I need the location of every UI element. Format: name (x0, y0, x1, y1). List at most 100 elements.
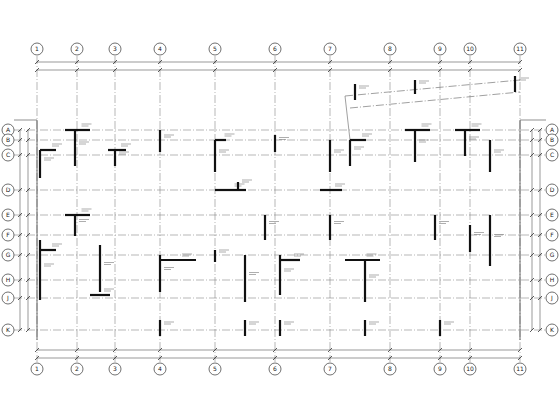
dimension-tick (26, 296, 30, 300)
shear-wall (74, 215, 76, 236)
shear-wall (414, 80, 416, 94)
annotation-stroke (225, 134, 235, 135)
axis-line (14, 190, 546, 191)
dimension-tick (438, 356, 442, 360)
dimension-tick (18, 278, 22, 282)
shear-wall (405, 129, 430, 131)
dimension-tick (530, 128, 534, 132)
axis-label: 11 (516, 366, 524, 372)
shear-wall (329, 140, 331, 172)
axis-line (470, 56, 471, 362)
annotation-stroke (422, 126, 429, 127)
dimension-tick (26, 328, 30, 332)
axis-label: 2 (75, 46, 79, 52)
axis-bubble (2, 249, 14, 261)
dimension-tick (26, 128, 30, 132)
shear-wall (434, 215, 436, 240)
dimension-tick (538, 153, 542, 157)
axis-label: 6 (273, 366, 277, 372)
axis-label: J (551, 295, 553, 301)
axis-bubble (464, 363, 476, 375)
outline (520, 120, 546, 121)
annotation-stroke (335, 186, 342, 187)
axis-bubble (71, 43, 83, 55)
annotation-stroke (469, 139, 476, 140)
annotation-stroke (52, 144, 62, 145)
axis-label: K (6, 327, 10, 333)
shear-wall (329, 215, 331, 240)
annotation-stroke (79, 219, 89, 220)
axis-label: 3 (113, 366, 117, 372)
annotation-stroke (439, 221, 449, 222)
shear-wall (214, 140, 216, 172)
annotation-stroke (164, 269, 171, 270)
shear-wall (39, 150, 41, 178)
axis-label: 10 (466, 366, 474, 372)
dimension-tick (538, 213, 542, 217)
skewed-axis (350, 92, 520, 108)
dimension-tick (388, 348, 392, 352)
axis-label: 7 (328, 46, 332, 52)
axis-bubble (546, 249, 558, 261)
annotation-stroke (334, 221, 344, 222)
dimension-tick (518, 348, 522, 352)
dimension-tick (538, 138, 542, 142)
dimension-tick (213, 356, 217, 360)
dimension-tick (18, 128, 22, 132)
dimension-tick (113, 68, 117, 72)
dimension-tick (18, 253, 22, 257)
shear-wall (514, 76, 516, 92)
annotation-stroke (279, 139, 286, 140)
dimension-line (37, 70, 520, 71)
axis-label: 5 (213, 366, 217, 372)
axis-bubble (154, 43, 166, 55)
annotation-stroke (494, 236, 501, 237)
annotation-stroke (419, 83, 426, 84)
annotation-stroke (474, 234, 481, 235)
annotation-stroke (242, 182, 249, 183)
dimension-tick (18, 213, 22, 217)
annotation-stroke (334, 223, 341, 224)
dimension-tick (328, 356, 332, 360)
dimension-tick (538, 278, 542, 282)
annotation-stroke (362, 134, 372, 135)
outline (520, 120, 521, 340)
annotation-stroke (242, 180, 252, 181)
shear-wall (74, 130, 76, 166)
dimension-tick (273, 356, 277, 360)
annotation-stroke (284, 322, 294, 323)
annotation-stroke (104, 262, 114, 263)
dimension-tick (530, 233, 534, 237)
axis-bubble (269, 363, 281, 375)
axis-bubble (514, 43, 526, 55)
annotation-stroke (294, 254, 304, 255)
axis-bubble (109, 363, 121, 375)
dimension-line (37, 62, 520, 63)
shear-wall (40, 249, 56, 251)
dimension-tick (158, 356, 162, 360)
shear-wall (65, 129, 90, 131)
dimension-tick (438, 60, 442, 64)
annotation-stroke (164, 135, 174, 136)
dimension-tick (75, 68, 79, 72)
annotation-stroke (219, 252, 226, 253)
annotation-stroke (249, 322, 259, 323)
annotation-stroke (104, 264, 111, 265)
annotation-stroke (164, 267, 174, 268)
annotation-stroke (334, 152, 341, 153)
axis-bubble (434, 363, 446, 375)
shear-wall (354, 84, 356, 100)
axis-bubble (2, 209, 14, 221)
annotation-stroke (284, 324, 291, 325)
axis-label: E (6, 212, 10, 218)
dimension-tick (328, 348, 332, 352)
annotation-stroke (369, 324, 376, 325)
annotation-stroke (359, 86, 369, 87)
axis-bubble (546, 134, 558, 146)
shear-wall (215, 139, 226, 141)
axis-label: 3 (113, 46, 117, 52)
annotation-stroke (369, 275, 379, 276)
dimension-tick (18, 153, 22, 157)
annotation-stroke (82, 124, 92, 125)
axis-label: B (550, 137, 554, 143)
